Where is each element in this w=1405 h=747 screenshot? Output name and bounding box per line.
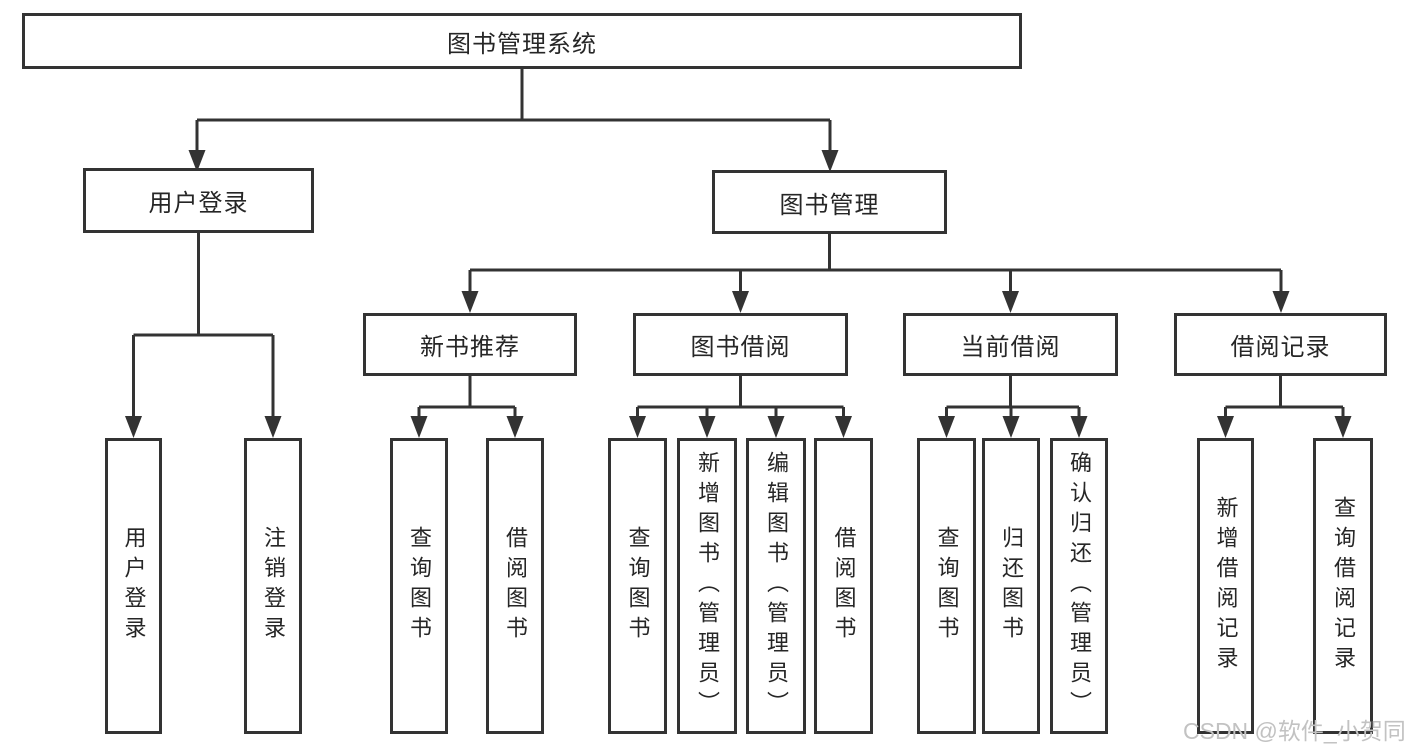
leaf-borrowing-edit-books-admin-label: 编辑图书（管理员） [764,451,789,721]
leaf-borrowing-borrow-books-label: 借阅图书 [831,526,857,646]
node-book-borrowing-label: 图书借阅 [690,334,791,361]
node-book-management-label: 图书管理 [779,191,880,219]
leaf-current-return-books: 归还图书 [982,438,1040,734]
node-new-book-recommend-label: 新书推荐 [420,334,520,361]
csdn-watermark: CSDN @软件_小贺同学 [1183,718,1405,744]
node-current-borrowing-label: 当前借阅 [960,334,1061,361]
leaf-records-query-record-label: 查询借阅记录 [1331,496,1356,676]
leaf-current-confirm-return-admin-label: 确认归还（管理员） [1067,451,1092,721]
leaf-records-add-record: 新增借阅记录 [1197,438,1254,734]
node-book-management: 图书管理 [712,170,947,234]
leaf-user-login: 用户登录 [105,438,162,734]
node-current-borrowing: 当前借阅 [903,313,1118,376]
leaf-borrowing-add-books-admin: 新增图书（管理员） [677,438,737,734]
leaf-user-login-label: 用户登录 [121,526,147,646]
leaf-records-add-record-label: 新增借阅记录 [1213,496,1239,676]
leaf-borrowing-query-books: 查询图书 [608,438,667,734]
leaf-records-query-record: 查询借阅记录 [1313,438,1373,734]
node-borrow-records: 借阅记录 [1174,313,1387,376]
node-root: 图书管理系统 [22,13,1022,69]
node-user-login-label: 用户登录 [148,190,249,217]
leaf-current-query-books-label: 查询图书 [934,526,960,646]
node-new-book-recommend: 新书推荐 [363,313,577,376]
node-user-login: 用户登录 [83,168,314,233]
leaf-newbooks-query-books: 查询图书 [390,438,448,734]
leaf-borrowing-edit-books-admin: 编辑图书（管理员） [746,438,806,734]
node-borrow-records-label: 借阅记录 [1230,334,1331,361]
leaf-newbooks-borrow-books: 借阅图书 [486,438,544,734]
leaf-current-query-books: 查询图书 [917,438,976,734]
leaf-current-confirm-return-admin: 确认归还（管理员） [1050,438,1108,734]
leaf-newbooks-query-books-label: 查询图书 [407,526,432,646]
leaf-current-return-books-label: 归还图书 [999,526,1024,646]
node-root-label: 图书管理系统 [447,30,597,58]
leaf-newbooks-borrow-books-label: 借阅图书 [503,526,528,646]
leaf-borrowing-add-books-admin-label: 新增图书（管理员） [695,451,720,721]
leaf-borrowing-borrow-books: 借阅图书 [814,438,873,734]
leaf-logout-label: 注销登录 [261,526,286,646]
leaf-borrowing-query-books-label: 查询图书 [625,526,651,646]
leaf-logout: 注销登录 [244,438,302,734]
node-book-borrowing: 图书借阅 [633,313,848,376]
